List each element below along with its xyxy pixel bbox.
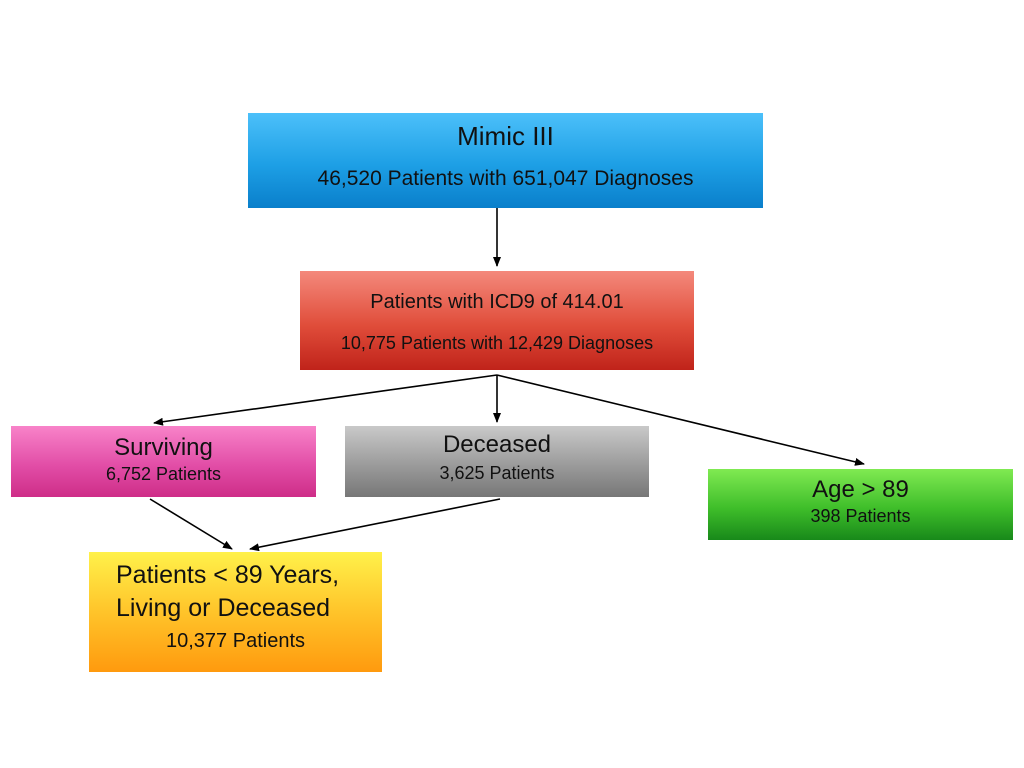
node-subtitle: 46,520 Patients with 651,047 Diagnoses: [317, 167, 694, 190]
node-title: Patients < 89 Years, Living or Deceased: [89, 559, 382, 625]
arrow-icd9-to-surviving: [153, 374, 498, 426]
node-age-over-89: Age > 89 398 Patients: [708, 469, 1013, 540]
node-title: Surviving: [114, 434, 213, 461]
node-subtitle: 3,625 Patients: [439, 463, 555, 483]
node-subtitle: 398 Patients: [810, 506, 911, 526]
node-title-line: Living or Deceased: [116, 594, 331, 622]
node-surviving: Surviving 6,752 Patients: [11, 426, 316, 497]
node-icd9-filter: Patients with ICD9 of 414.01 10,775 Pati…: [300, 271, 694, 370]
node-subtitle: 6,752 Patients: [105, 464, 222, 484]
node-title: Deceased: [442, 431, 552, 458]
node-subtitle: 10,775 Patients with 12,429 Diagnoses: [340, 333, 654, 353]
node-mimic-iii: Mimic III 46,520 Patients with 651,047 D…: [248, 113, 763, 208]
node-deceased: Deceased 3,625 Patients: [345, 426, 649, 497]
node-subtitle: 10,377 Patients: [166, 630, 305, 652]
node-title: Mimic III: [457, 121, 554, 151]
node-title: Patients with ICD9 of 414.01: [370, 291, 624, 313]
node-title: Age > 89: [812, 476, 909, 503]
arrow-surviving-to-result: [149, 498, 233, 550]
node-final-cohort: Patients < 89 Years, Living or Deceased …: [89, 552, 382, 672]
node-title-line: Patients < 89 Years,: [116, 561, 340, 589]
arrow-deceased-to-result: [249, 498, 501, 552]
